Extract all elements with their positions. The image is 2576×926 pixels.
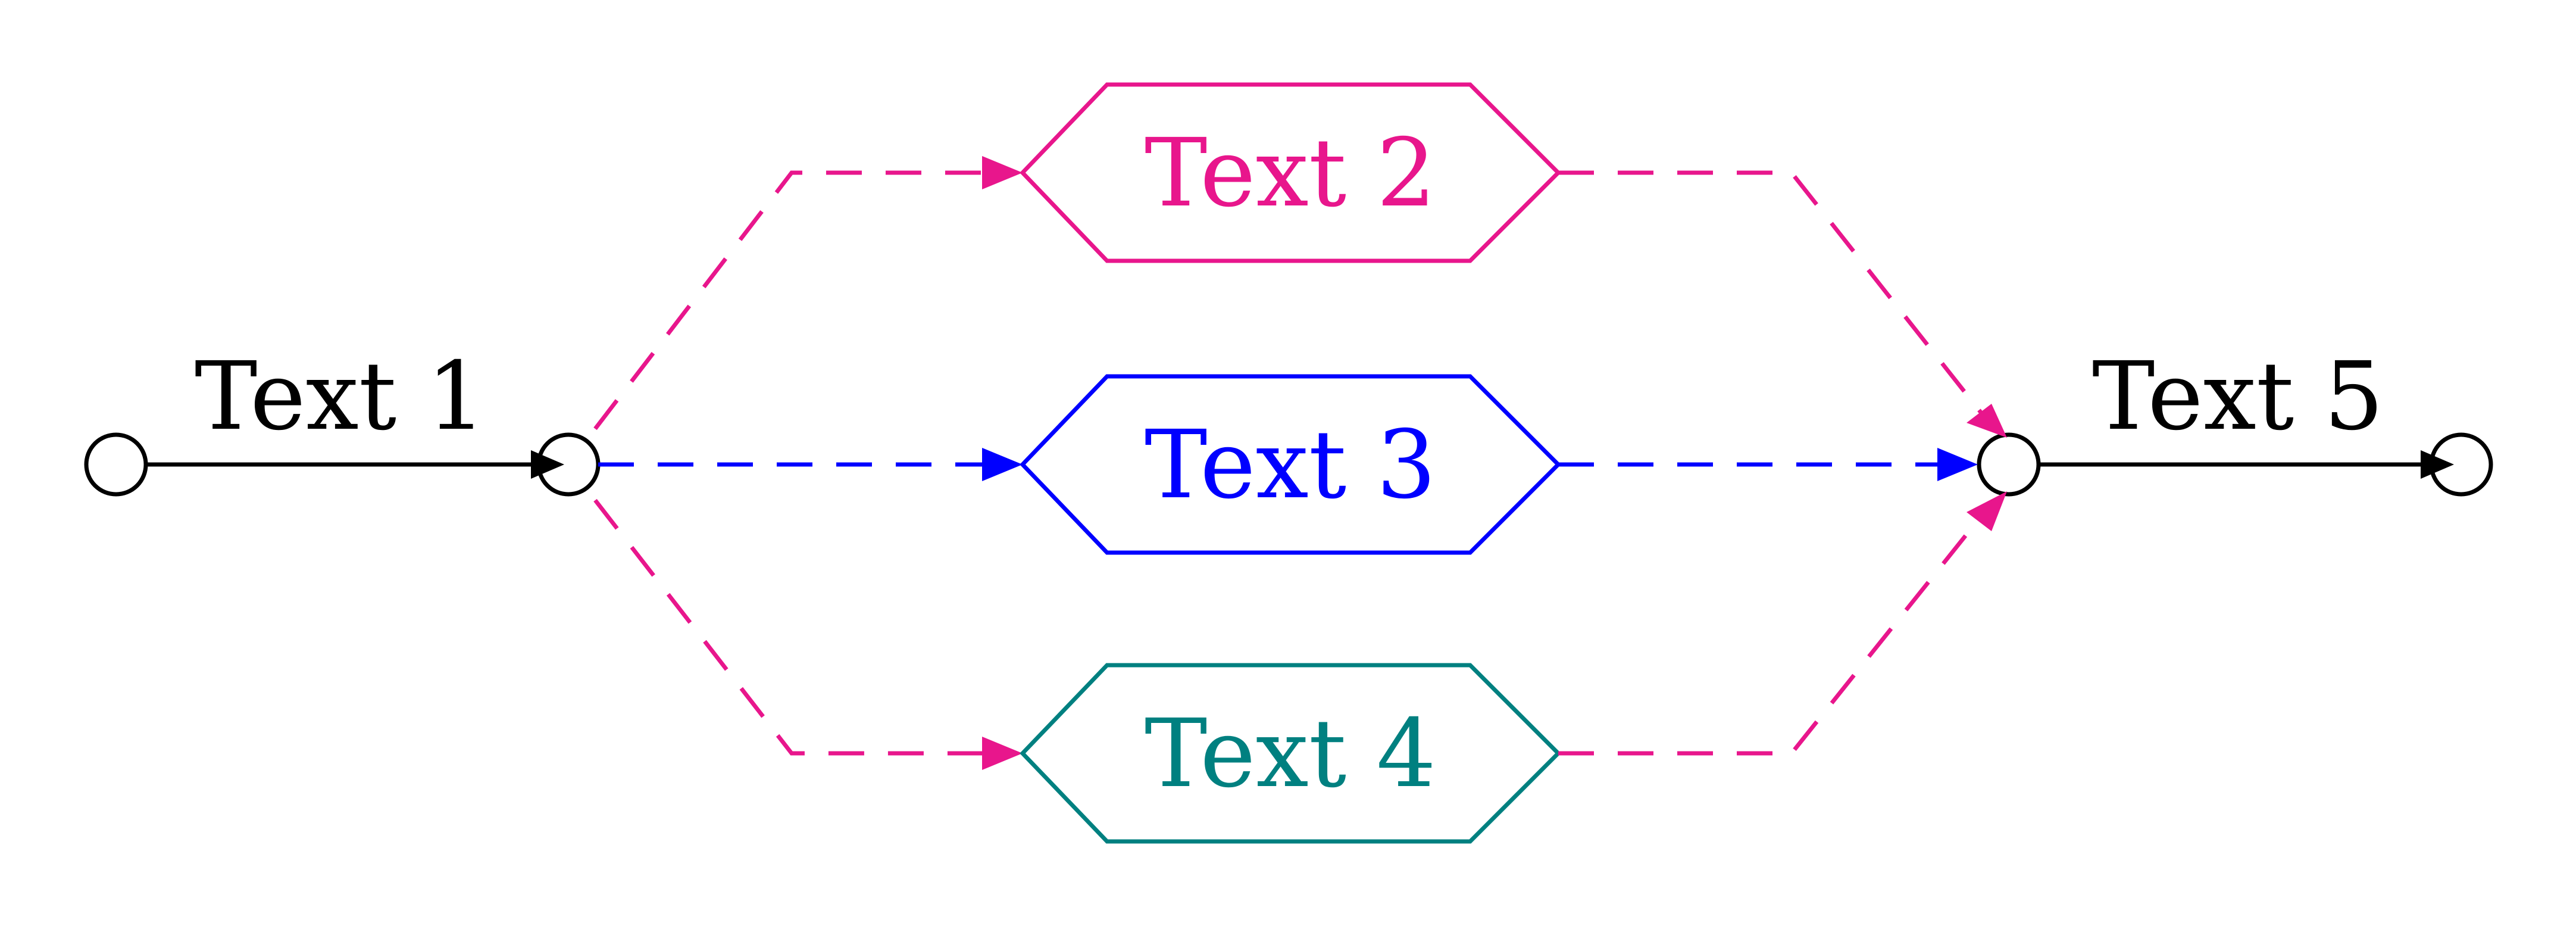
box-middle-label: Text 3	[1145, 410, 1436, 520]
arrowhead-bottom-in	[982, 737, 1023, 770]
box-bottom-label: Text 4	[1145, 699, 1436, 809]
arrowhead-bottom-out	[1967, 491, 2007, 531]
branch-middle: Text 3	[598, 374, 1978, 555]
edge-top-to-join	[1558, 170, 1984, 416]
node-join	[1977, 432, 2041, 497]
arrowhead-middle-out	[1937, 448, 1978, 481]
edge-split-to-top	[593, 170, 988, 431]
node-start	[84, 432, 148, 497]
arrowhead-end	[2421, 450, 2454, 479]
arrowhead-middle-in	[982, 448, 1023, 481]
node-end	[2429, 432, 2493, 497]
edge-right-label: Text 5	[2092, 342, 2384, 451]
arrowhead-top-in	[982, 156, 1023, 189]
arrowhead-top-out	[1967, 404, 2007, 438]
arrowhead-split	[531, 450, 564, 479]
box-top-label: Text 2	[1145, 119, 1436, 228]
nodes	[84, 432, 2493, 497]
edge-split-to-bottom	[593, 498, 988, 756]
branch-top: Text 2	[593, 82, 2007, 438]
edge-bottom-to-join	[1558, 513, 1984, 756]
branch-bottom: Text 4	[593, 491, 2007, 844]
edge-left-label: Text 1	[195, 342, 486, 451]
